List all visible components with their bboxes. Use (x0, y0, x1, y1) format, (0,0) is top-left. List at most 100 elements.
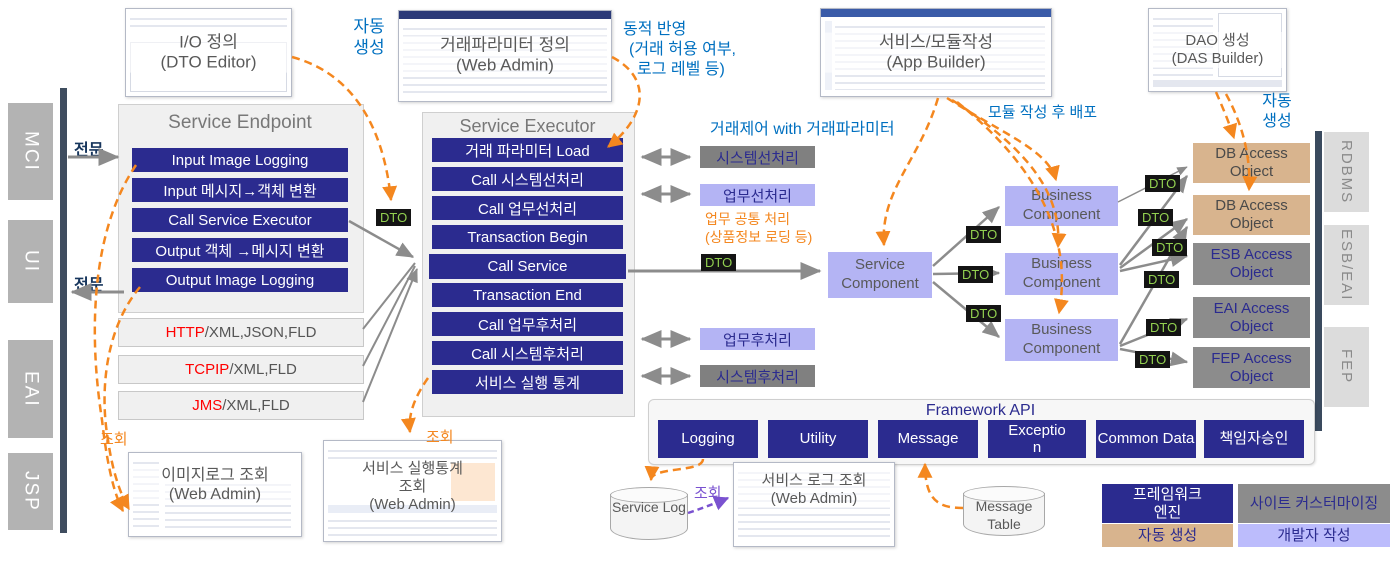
lookup-label-imagelog: 조회 (100, 431, 128, 448)
caption-line: (App Builder) (821, 52, 1051, 73)
dto-chip-bc-ao3: DTO (1152, 239, 1188, 256)
cylinder-lid (963, 486, 1045, 502)
biz-common-line2: (상품정보 로딩 등) (705, 229, 813, 246)
trade-control-annotation: 거래제어 with 거래파라미터 (710, 121, 895, 138)
caption-line: (Web Admin) (324, 496, 501, 514)
thumbnail-io-definition: I/O 정의(DTO Editor) (125, 8, 292, 97)
caption-line: 서비스 로그 조회 (734, 471, 894, 490)
right-rail-tab-esb-eai: ESB/EAI (1324, 225, 1369, 305)
framework-api-logging: Logging (658, 420, 758, 458)
db-access-object-2: DB Access Object (1193, 195, 1310, 235)
legend-framework-engine: 프레임워크 엔진 (1102, 484, 1233, 523)
caption-line: 조회 (324, 478, 501, 496)
message-table-label: Message Table (975, 498, 1033, 532)
executor-step-call-service: Call Service (429, 254, 626, 279)
biz-common-annotation: 업무 공통 처리 (상품정보 로딩 등) (705, 210, 812, 246)
protocol-http-name: HTTP (165, 324, 205, 341)
framework-api-common-data: Common Data (1096, 420, 1196, 458)
caption-line: DAO 생성 (1149, 32, 1286, 50)
biz-common-line1: 업무 공통 처리 (705, 211, 791, 227)
cylinder-lid (610, 487, 688, 503)
dto-chip-bc-ao4: DTO (1144, 271, 1180, 288)
lookup-label-stats: 조회 (426, 429, 454, 446)
thumbnail-preview (821, 9, 1051, 17)
legend-developer-written: 개발자 작성 (1238, 524, 1390, 547)
auto-generate-line2: 생성 (353, 38, 385, 58)
endpoint-step-output-convert: Output 객체 →메시지 변환 (132, 238, 348, 262)
endpoint-step-call-executor: Call Service Executor (132, 208, 348, 232)
dynamic-reflection-line1: 동적 반영 (623, 21, 687, 38)
thumbnail-preview (328, 445, 497, 459)
dto-chip-sc-bc2: DTO (958, 266, 994, 283)
dto-chip-bc-ao6: DTO (1135, 351, 1171, 368)
legend-site-customizing: 사이트 커스터마이징 (1238, 484, 1390, 523)
framework-api-title: Framework API (925, 402, 1036, 419)
fep-access-object: FEP Access Object (1193, 347, 1310, 388)
endpoint-step-output-image-logging: Output Image Logging (132, 268, 348, 292)
protocol-tcpip-name: TCPIP (185, 361, 230, 378)
legend-auto-generated: 자동 생성 (1102, 524, 1233, 547)
lookup-label-servicelog: 조회 (694, 485, 722, 502)
framework-api-message: Message (878, 420, 978, 458)
message-table-datastore: Message Table (963, 486, 1045, 536)
caption-line: (DTO Editor) (126, 52, 291, 73)
dynamic-reflection-line2: (거래 허용 여부, (629, 41, 736, 58)
thumbnail-app-builder: 서비스/모듈작성(App Builder) (820, 8, 1052, 97)
process-biz-post: 업무후처리 (700, 328, 815, 350)
caption-line: 거래파라미터 정의 (399, 35, 611, 56)
endpoint-step-input-image-logging: Input Image Logging (132, 148, 348, 172)
business-component-2: Business Component (1005, 253, 1118, 295)
protocol-jms-formats: /XML,FLD (222, 397, 290, 414)
right-rail-bar (1315, 131, 1322, 431)
protocol-jms: JMS/XML,FLD (118, 391, 364, 420)
executor-step-param-load: 거래 파라미터 Load (432, 138, 623, 162)
deploy-annotation: 모듈 작성 후 배포 (988, 104, 1098, 121)
dto-chip-sc-bc3: DTO (966, 305, 1002, 322)
process-biz-pre: 업무선처리 (700, 184, 815, 206)
caption-line: (Web Admin) (399, 56, 611, 77)
cylinder-body (610, 494, 688, 540)
left-rail-tab-ui: UI (8, 220, 53, 303)
thumbnail-preview (1153, 80, 1282, 87)
service-log-label: Service Log (612, 499, 686, 515)
executor-step-exec-stats: 서비스 실행 통계 (432, 370, 623, 394)
auto-generate-line1: 자동 (353, 17, 385, 36)
dynamic-reflection-annotation: 동적 반영 (거래 허용 여부, 로그 레벨 등) (623, 20, 736, 80)
caption-line: 서비스/모듈작성 (821, 32, 1051, 53)
dto-chip-bc-ao2: DTO (1138, 209, 1174, 226)
process-system-pre: 시스템선처리 (700, 146, 815, 168)
auto-generate-line2: 생성 (1262, 113, 1292, 130)
dto-chip-bc-ao1: DTO (1145, 175, 1181, 192)
auto-generate-right-annotation: 자동 생성 (1253, 92, 1301, 132)
executor-step-tx-end: Transaction End (432, 283, 623, 307)
executor-step-call-biz-pre: Call 업무선처리 (432, 196, 623, 220)
executor-step-call-system-post: Call 시스템후처리 (432, 341, 623, 365)
auto-generate-left-annotation: 자동 생성 (344, 16, 394, 59)
thumbnail-service-log-view: 서비스 로그 조회(Web Admin) (733, 462, 895, 547)
business-component-1: Business Component (1005, 186, 1118, 226)
caption-line: (Web Admin) (734, 489, 894, 508)
service-component: Service Component (828, 252, 932, 298)
framework-api-exception: Exception (988, 420, 1086, 458)
auto-generate-line1: 자동 (1262, 93, 1292, 110)
thumbnail-preview (399, 11, 611, 19)
thumbnail-preview (328, 515, 497, 537)
service-log-datastore: Service Log (610, 487, 688, 540)
protocol-jms-name: JMS (192, 397, 223, 414)
framework-api-utility: Utility (768, 420, 868, 458)
framework-api-panel (648, 399, 1315, 465)
protocol-http: HTTP/XML,JSON,FLD (118, 318, 364, 347)
eai-access-object: EAI Access Object (1193, 297, 1310, 338)
message-in-label: 전문 (74, 142, 104, 159)
caption-line: (Web Admin) (129, 484, 301, 504)
caption-line: (DAS Builder) (1149, 50, 1286, 68)
executor-step-call-system-pre: Call 시스템선처리 (432, 167, 623, 191)
protocol-tcpip-formats: /XML,FLD (229, 361, 297, 378)
business-component-3: Business Component (1005, 319, 1118, 361)
thumbnail-image-log-view: 이미지로그 조회(Web Admin) (128, 452, 302, 537)
right-rail-tab-rdbms: RDBMS (1324, 132, 1369, 212)
thumbnail-param-definition: 거래파라미터 정의(Web Admin) (398, 10, 612, 102)
db-access-object-1: DB Access Object (1193, 143, 1310, 183)
left-rail-tab-mci: MCI (8, 103, 53, 200)
